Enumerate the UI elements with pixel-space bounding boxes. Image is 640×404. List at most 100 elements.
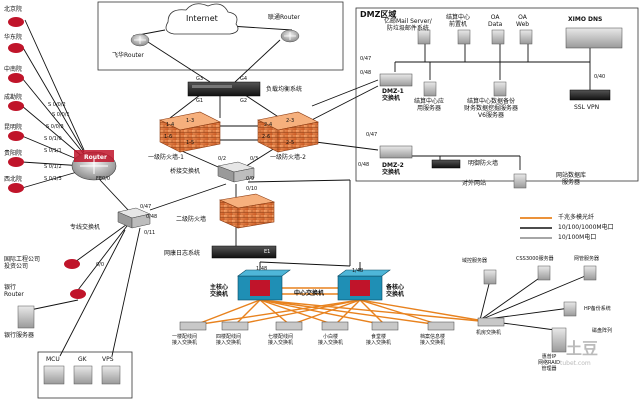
special-port-1: 0/47 (140, 204, 152, 210)
ximo-dns-label: XIMO DNS (568, 16, 603, 23)
dmz-title: DMZ区域 (360, 10, 397, 19)
bridge-port-3: 0/10 (246, 186, 258, 192)
access-label-2: 四楼配线间 接入交换机 (216, 334, 242, 346)
dmz-jiesuan-front-label: 结算中心 前置机 (446, 14, 471, 28)
video-conference-devices (43, 365, 121, 385)
dmz-mail-label: 亿邮Mail Server/ 防垃圾邮件系统 (384, 18, 432, 32)
log-system-port: E1 (264, 249, 271, 255)
bridge-port-1: 0/2 (218, 156, 227, 162)
access-label-4: 小白楼 接入交换机 (318, 334, 344, 346)
serial-port-4: S 0/1/0 (44, 136, 62, 142)
branch-label-7: 西北院 (4, 176, 23, 183)
lb-port-g4: G4 (240, 76, 248, 82)
serial-port-5: S 0/1/1 (44, 148, 62, 154)
special-port-3: 0/0 (96, 262, 105, 268)
dmz-port-1: 0/47 (360, 56, 372, 62)
fw1-port-2: 1-3 (186, 118, 195, 124)
serial-port-2: S 0/0/1 (52, 112, 70, 118)
bridge-switch-label: 桥接交换机 (170, 168, 201, 175)
dmz2-switch-icon (379, 145, 413, 159)
lb-port-g1: G1 (196, 98, 204, 104)
dmz1-switch-label: DMZ-1 交换机 (382, 88, 404, 102)
legend-fiber-label: 千兆多模光纤 (558, 214, 595, 221)
branch-label-4: 成勘院 (4, 94, 23, 101)
fw2-label: 一级防火墙-2 (270, 154, 306, 161)
watermark-mark: 土豆 (566, 339, 599, 358)
log-system-icon (211, 245, 277, 259)
serial-port-7: S 0/1/3 (44, 176, 62, 182)
branch-label-1: 北京院 (4, 6, 23, 13)
firewall-2-icon (257, 111, 319, 153)
fw2-port-1: 2-4 (264, 122, 273, 128)
dmz-oa-data-label: OA Data (488, 14, 503, 28)
site-db-label: 网站数据库 服务器 (556, 172, 587, 186)
backup-core-switch-icon (337, 269, 391, 301)
main-router-port: FE0/0 (96, 176, 111, 182)
special-port-2: 0/48 (146, 214, 158, 220)
bridge-port-2: 0/3 (250, 156, 259, 162)
dmz-jiesuan-app-label: 结算中心应 用服务器 (414, 98, 445, 112)
access-label-3: 七楼配线间 接入交换机 (268, 334, 294, 346)
load-balancer-label: 负载均衡系统 (266, 86, 303, 93)
serial-port-6: S 0/1/2 (44, 164, 62, 170)
load-balancer-icon (187, 81, 261, 97)
fw1-port-4: 1-5 (186, 140, 195, 146)
main-router-icon (71, 150, 117, 181)
branch-label-5: 昆明院 (4, 124, 23, 131)
main-core-label: 主核心 交换机 (210, 284, 229, 298)
access-switches (179, 317, 505, 331)
ext-site-label: 对外网站 (462, 180, 487, 187)
watermark-site: tubet.com (560, 360, 591, 367)
fiber-links (194, 287, 491, 326)
log-system-label: 网康日志系统 (164, 250, 201, 257)
internet-label: Internet (186, 14, 218, 23)
dmz-backup-label: 结算中心数据备份 财务数据挖掘服务器 V6服务器 (464, 98, 519, 119)
serial-port-1: S 0/0/2 (48, 102, 66, 108)
bank-router-label: 银行 Router (4, 284, 24, 298)
special-switch-label: 专线交换机 (70, 224, 101, 231)
core-port-1: 1/48 (256, 266, 268, 272)
legend-copper1000-label: 10/100/1000M电口 (558, 224, 614, 231)
bank-server-label: 银行服务器 (4, 332, 35, 339)
disk-array-label: 磁盘阵列 (592, 328, 613, 334)
ximo-dns-icon (565, 27, 623, 49)
dmz2-switch-label: DMZ-2 交换机 (382, 162, 404, 176)
datacenter-servers (483, 265, 597, 353)
special-switch-icon (117, 207, 151, 229)
dmz1-switch-icon (379, 73, 413, 87)
netmgmt-server-label: 网管服务器 (574, 256, 600, 262)
access-label-6: 档案信息楼 接入交换机 (420, 334, 446, 346)
feihua-router-icon (130, 33, 150, 47)
core-port-2: 1/48 (352, 268, 364, 274)
vc-vps-label: VPS (102, 356, 114, 363)
legend-copper100-label: 10/100M电口 (558, 234, 597, 241)
hp-backup-label: HP备份系统 (584, 306, 611, 312)
second-firewall-label: 二级防火墙 (176, 216, 207, 223)
intl-label: 国际工程公司 投资公司 (4, 256, 41, 270)
backup-core-label: 备核心 交换机 (386, 284, 405, 298)
fw2-port-4: 2-5 (286, 140, 295, 146)
branch-routers (8, 17, 24, 193)
main-core-switch-icon (237, 269, 291, 301)
main-router-label: Router (84, 154, 107, 161)
dmz-servers (417, 29, 533, 189)
feihua-router-label: 飞华Router (112, 52, 144, 59)
second-firewall-icon (218, 193, 276, 229)
fw1-port-3: 1-6 (164, 134, 173, 140)
legend-line-samples (520, 217, 552, 239)
fw2-port-2: 2-3 (286, 118, 295, 124)
branch-label-6: 贵阳院 (4, 150, 23, 157)
fw2-port-3: 2-6 (262, 134, 271, 140)
firewall-1-icon (159, 111, 221, 153)
access-label-5: 食堂楼 接入交换机 (366, 334, 392, 346)
mingwu-firewall-icon (431, 159, 461, 169)
liantong-router-label: 联通Router (268, 14, 300, 21)
bank-router-icon (70, 289, 86, 299)
video-conference-frame (37, 351, 133, 399)
access-label-7: 机房交换机 (476, 330, 502, 336)
bridge-port-4: 0/9 (246, 176, 255, 182)
dmz-port-3: 0/40 (594, 74, 606, 80)
css-server-label: CSS3000服务器 (516, 256, 554, 262)
